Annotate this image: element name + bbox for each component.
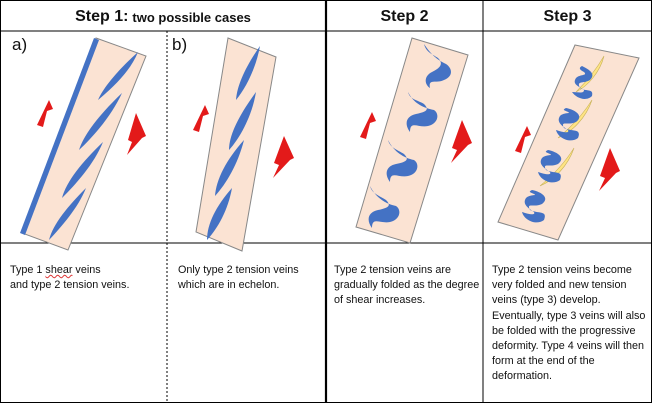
- folded-vein-s3-2: [556, 108, 580, 141]
- shear-arrow-left-b: [193, 105, 209, 140]
- shear-arrow-right-step3: [599, 148, 620, 191]
- caption-a-line1: Type 1 shear veins: [10, 263, 129, 278]
- tension-vein-b1: [236, 46, 260, 100]
- header-step1-subtitle: two possible cases: [132, 9, 251, 25]
- caption-step3: Type 2 tension veins become very folded …: [492, 263, 645, 385]
- type3-vein-1: [575, 55, 605, 93]
- caption-a-suffix: veins: [72, 264, 101, 276]
- panel-label-b: b): [172, 35, 188, 54]
- shear-arrow-left-step3: [515, 126, 531, 161]
- header-step3: Step 3: [543, 8, 592, 25]
- shear-zone-step2: [355, 37, 469, 244]
- caption-step2-line: Type 2 tension veins are: [334, 264, 452, 276]
- tension-vein-a2: [79, 93, 122, 150]
- panel-b-diagram: [193, 37, 294, 252]
- shear-arrow-left-a: [37, 100, 53, 135]
- tension-vein-a3: [62, 142, 103, 198]
- tension-vein-b4: [207, 188, 232, 240]
- folded-vein-s2-1: [424, 44, 451, 88]
- caption-step3-line: form at the end of the: [492, 355, 595, 368]
- folded-vein-s2-3: [386, 140, 418, 182]
- caption-a-shear-word: shear: [45, 264, 73, 276]
- shear-zone-b: [195, 37, 277, 252]
- shear-arrow-right-step2: [451, 120, 472, 163]
- caption-step3-line: deformity. Type 4 veins will then: [492, 340, 645, 353]
- step3-diagram: [497, 44, 640, 241]
- caption-step3-line: deformation.: [492, 370, 553, 383]
- folded-vein-s3-4: [522, 190, 546, 223]
- caption-a-prefix: Type 1: [10, 264, 46, 276]
- header-step1: Step 1: two possible cases: [0, 4, 326, 30]
- caption-panel-a: Type 1 shear veins and type 2 tension ve…: [10, 263, 129, 293]
- caption-a-line2: and type 2 tension veins.: [10, 279, 130, 292]
- caption-step3-line: be folded with the progressive: [492, 324, 636, 337]
- header-step1-title: Step 1:: [75, 8, 129, 25]
- shear-arrow-left-step2: [360, 112, 376, 147]
- caption-step3-line: very folded and new tension: [492, 279, 627, 292]
- panel-label-a: a): [12, 35, 28, 54]
- folded-vein-s2-4: [368, 186, 400, 228]
- caption-step3-line: Eventually, type 3 veins will also: [492, 309, 646, 322]
- shear-arrow-right-a: [127, 113, 146, 155]
- tension-vein-b2: [229, 92, 256, 150]
- shear-arrow-right-b: [273, 136, 294, 178]
- tension-vein-a4: [49, 188, 86, 240]
- caption-b-line: Only type 2 tension veins: [178, 264, 299, 276]
- folded-vein-s2-2: [406, 92, 438, 132]
- caption-step2-line: of shear increases.: [334, 294, 426, 307]
- caption-panel-b: Only type 2 tension veins which are in e…: [178, 263, 299, 293]
- folded-vein-s3-3: [538, 150, 562, 183]
- panel-a-diagram: [20, 37, 147, 251]
- header-step2: Step 2: [380, 8, 429, 25]
- caption-step2-line: gradually folded as the degree: [334, 279, 480, 292]
- type3-vein-2: [557, 99, 593, 139]
- tension-vein-b3: [215, 140, 244, 196]
- step2-diagram: [355, 37, 472, 244]
- caption-step3-line: veins (type 3) develop.: [492, 294, 601, 307]
- caption-b-line: which are in echelon.: [178, 279, 280, 292]
- caption-step3-line: Type 2 tension veins become: [492, 264, 632, 276]
- folded-vein-s3-1: [572, 66, 593, 99]
- shear-vein-type1: [20, 38, 99, 235]
- tension-vein-a1: [98, 52, 138, 100]
- type3-vein-3: [539, 147, 575, 187]
- caption-step2: Type 2 tension veins are gradually folde…: [334, 263, 479, 309]
